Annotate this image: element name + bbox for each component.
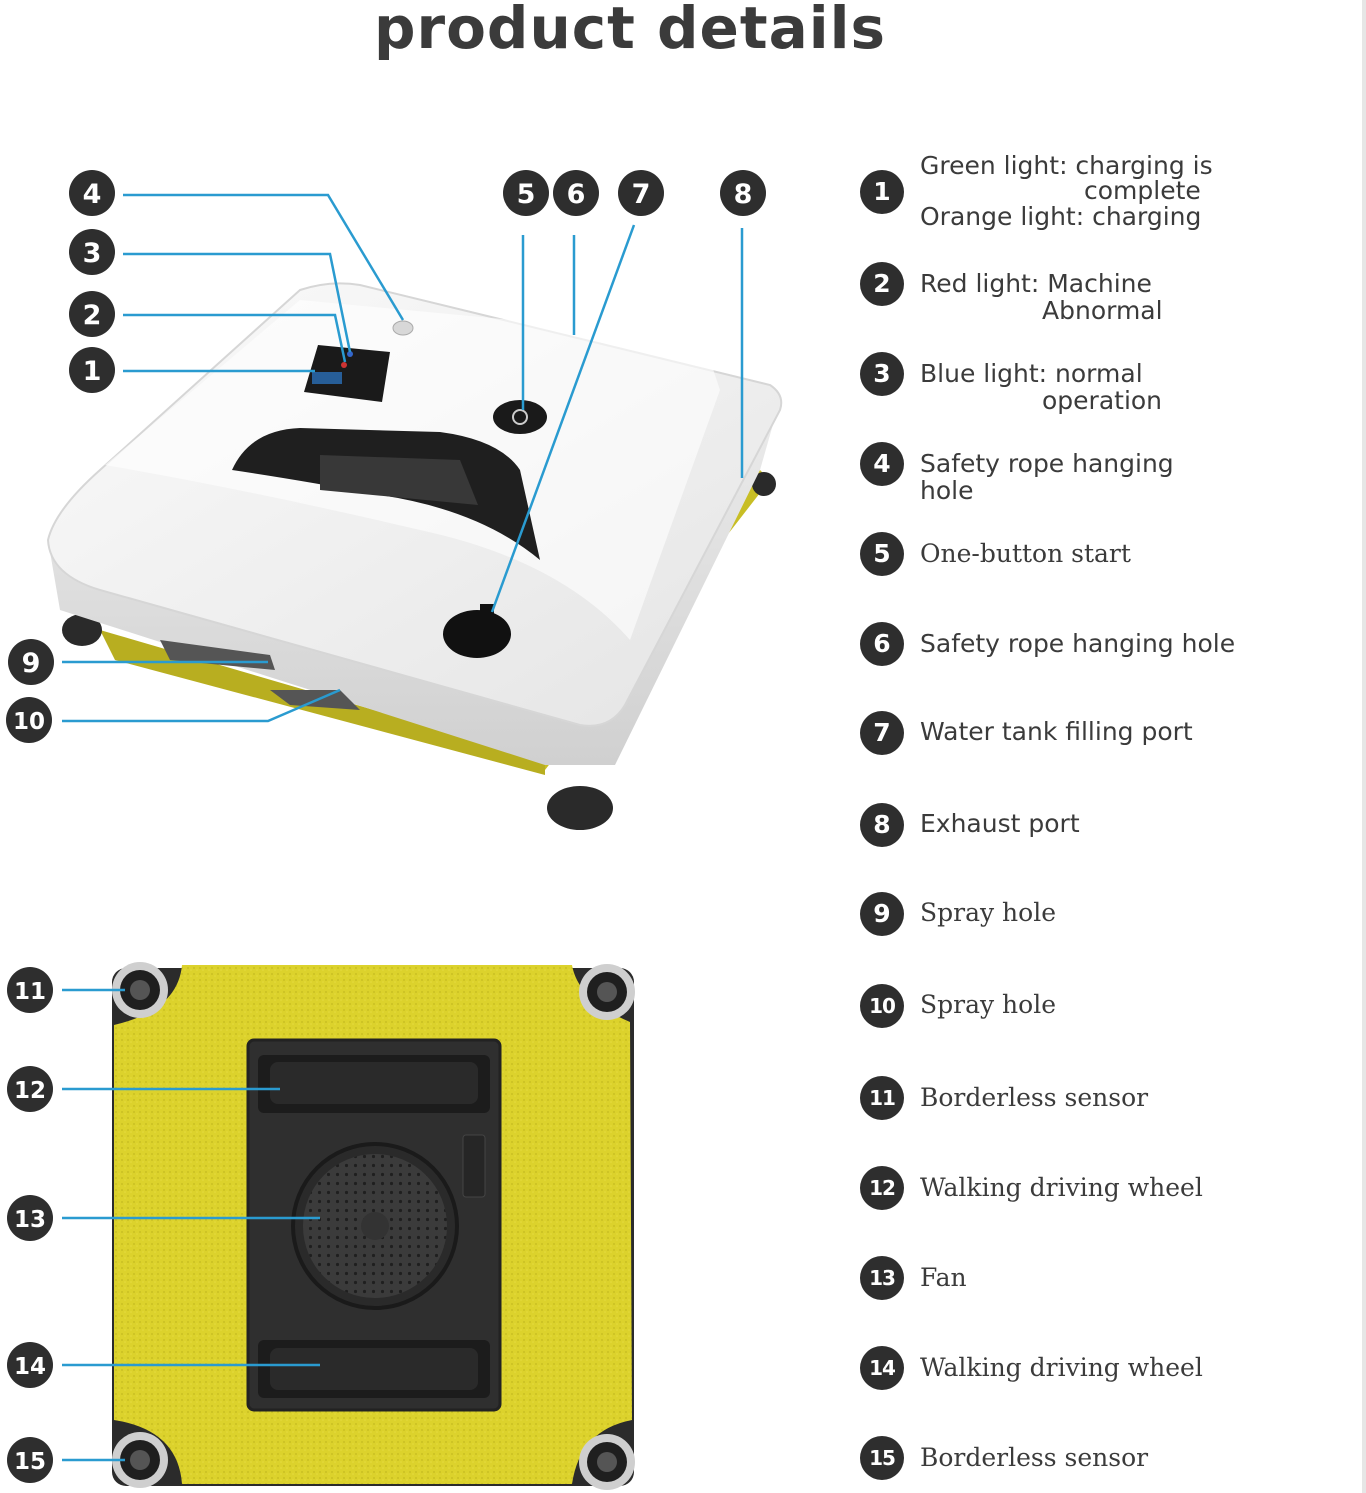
svg-text:15: 15 [14, 1449, 46, 1475]
svg-text:6: 6 [567, 179, 586, 210]
callout-2: 2 [69, 291, 115, 337]
callout-3: 3 [69, 229, 115, 275]
svg-text:1: 1 [83, 356, 102, 387]
foot [752, 472, 776, 496]
callout-4: 4 [69, 170, 115, 216]
legend-text: Spray hole [920, 990, 1056, 1019]
callout-11: 11 [7, 967, 53, 1013]
svg-text:8: 8 [734, 179, 753, 210]
legend-text: Safety rope hanging hole [920, 629, 1236, 658]
legend-text: Safety rope hanging hole [920, 449, 1174, 505]
legend-badge: 13 [860, 1256, 904, 1300]
sensor-top-left [112, 962, 168, 1018]
callout-10: 10 [6, 697, 52, 743]
svg-text:13: 13 [14, 1207, 46, 1233]
callout-badges: 4 3 2 1 5 6 7 8 9 10 11 12 13 14 15 [6, 170, 766, 1483]
legend: 1 Green light: charging is complete Oran… [858, 0, 1358, 1493]
legend-badge: 15 [860, 1436, 904, 1480]
callout-7: 7 [618, 170, 664, 216]
callout-12: 12 [7, 1066, 53, 1112]
foot [62, 614, 102, 646]
legend-text: Green light: charging is complete Orange… [920, 151, 1213, 231]
svg-text:11: 11 [14, 979, 46, 1005]
legend-text: Fan [920, 1263, 967, 1292]
svg-text:12: 12 [14, 1078, 46, 1104]
leader-line-4 [123, 193, 405, 321]
legend-badge: 8 [860, 803, 904, 847]
svg-text:2: 2 [83, 300, 102, 331]
sensor-top-right [579, 964, 635, 1020]
product-diagram: 4 3 2 1 5 6 7 8 9 10 11 12 13 14 15 [6, 170, 783, 1490]
legend-badge: 9 [860, 892, 904, 936]
callout-1: 1 [69, 347, 115, 393]
callout-8: 8 [720, 170, 766, 216]
legend-text: Walking driving wheel [920, 1173, 1203, 1202]
legend-badge: 3 [860, 352, 904, 396]
legend-text: Borderless sensor [920, 1443, 1149, 1472]
callout-13: 13 [7, 1195, 53, 1241]
svg-text:14: 14 [14, 1354, 46, 1380]
legend-text: One-button start [920, 539, 1131, 568]
leader-lines [62, 193, 744, 1462]
legend-badge: 2 [860, 262, 904, 306]
leader-line-10 [62, 688, 341, 723]
svg-text:10: 10 [13, 709, 45, 735]
robot-bottom-view [112, 962, 635, 1490]
leader-line-7 [490, 224, 636, 613]
legend-badge: 7 [860, 711, 904, 755]
indicator-panel [304, 345, 390, 402]
rope-hole-knob [392, 320, 414, 336]
legend-badge: 12 [860, 1166, 904, 1210]
svg-text:7: 7 [632, 179, 651, 210]
legend-badge: 5 [860, 532, 904, 576]
legend-badge: 6 [860, 622, 904, 666]
legend-badge: 1 [860, 170, 904, 214]
legend-text: Red light: Machine Abnormal [920, 269, 1163, 325]
svg-text:3: 3 [83, 238, 102, 269]
legend-text: Blue light: normal operation [920, 359, 1163, 415]
callout-9: 9 [8, 639, 54, 685]
legend-text: Exhaust port [920, 809, 1080, 838]
legend-badge: 11 [860, 1076, 904, 1120]
leader-line-2 [123, 313, 347, 363]
power-button [493, 400, 547, 434]
foot [547, 786, 613, 830]
robot-top-view [46, 282, 783, 830]
callout-15: 15 [7, 1437, 53, 1483]
callout-14: 14 [7, 1342, 53, 1388]
sensor-bottom-right [579, 1434, 635, 1490]
legend-text: Spray hole [920, 898, 1056, 927]
water-port [443, 610, 511, 658]
callout-6: 6 [553, 170, 599, 216]
svg-text:5: 5 [517, 179, 536, 210]
callout-5: 5 [503, 170, 549, 216]
right-edge-strip [1362, 0, 1366, 1493]
legend-badge: 4 [860, 442, 904, 486]
page-title: product details [373, 0, 887, 62]
sensor-slot [462, 1134, 486, 1198]
legend-text: Water tank filling port [920, 717, 1193, 746]
legend-badge: 10 [860, 984, 904, 1028]
legend-badge: 14 [860, 1346, 904, 1390]
svg-text:4: 4 [83, 179, 102, 210]
sensor-bottom-left [112, 1432, 168, 1488]
legend-text: Walking driving wheel [920, 1353, 1203, 1382]
svg-text:9: 9 [22, 648, 41, 679]
leader-line-3 [123, 252, 352, 353]
legend-text: Borderless sensor [920, 1083, 1149, 1112]
